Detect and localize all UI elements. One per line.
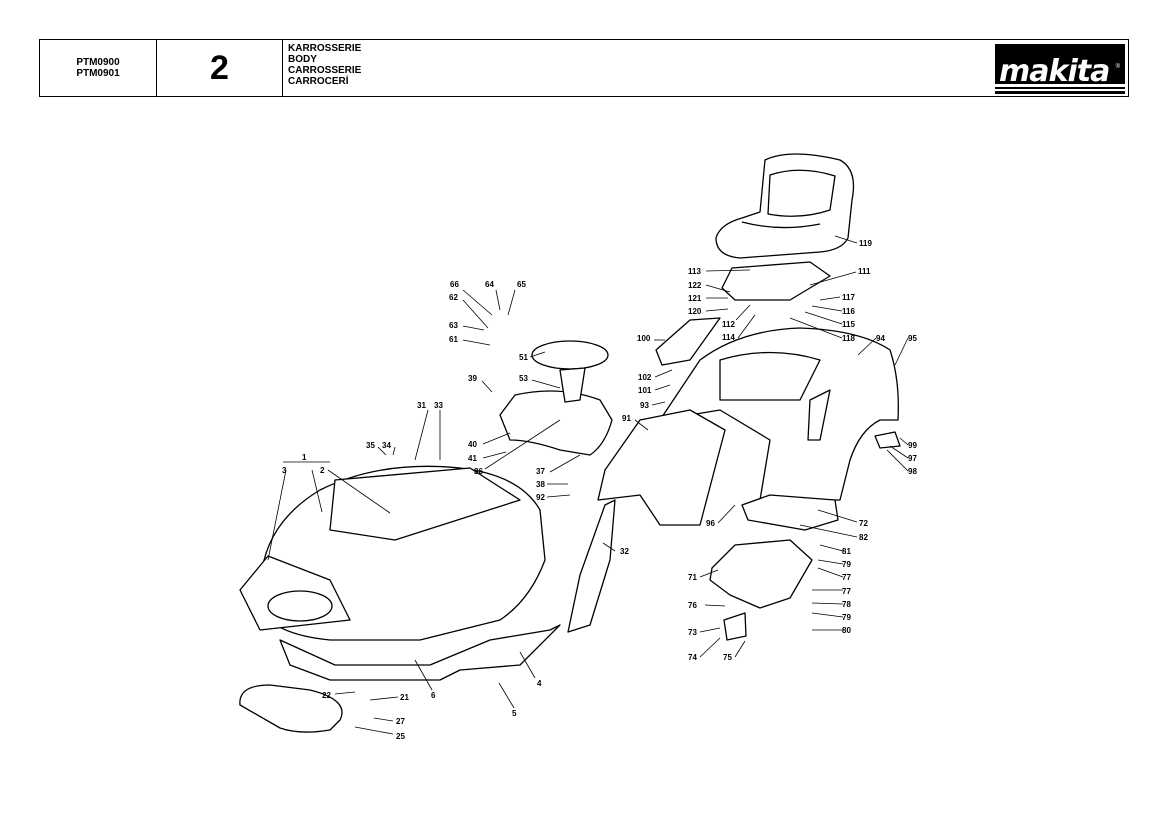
callout-117: 117 <box>842 293 855 302</box>
rear-fender-drawing <box>659 327 899 501</box>
callout-81: 81 <box>842 547 851 556</box>
section-title: CARROSSERIE <box>288 65 362 76</box>
model-number: PTM0900 <box>76 57 120 68</box>
callout-122: 122 <box>688 281 702 290</box>
callout-1: 1 <box>302 453 307 462</box>
callout-71: 71 <box>688 573 697 582</box>
callout-41: 41 <box>468 454 477 463</box>
callout-96: 96 <box>706 519 715 528</box>
callout-6: 6 <box>431 691 436 700</box>
callout-121: 121 <box>688 294 702 303</box>
callout-39: 39 <box>468 374 477 383</box>
callout-92: 92 <box>536 493 545 502</box>
logo-badge <box>995 44 1125 94</box>
callout-115: 115 <box>842 320 855 329</box>
callout-38: 38 <box>536 480 545 489</box>
callout-95: 95 <box>908 334 917 343</box>
model-number: PTM0901 <box>76 68 120 79</box>
callout-34: 34 <box>382 441 391 450</box>
hood-drawing <box>239 465 546 641</box>
callout-3: 3 <box>282 466 287 475</box>
callout-64: 64 <box>485 280 494 289</box>
floor-panel-drawing <box>597 409 726 526</box>
callout-22: 22 <box>322 691 331 700</box>
callout-79: 79 <box>842 560 851 569</box>
callout-51: 51 <box>519 353 528 362</box>
callout-63: 63 <box>449 321 458 330</box>
callout-80: 80 <box>842 626 851 635</box>
dashboard-drawing <box>499 340 613 456</box>
callout-94: 94 <box>876 334 885 343</box>
callout-2: 2 <box>320 466 325 475</box>
callout-61: 61 <box>449 335 458 344</box>
callout-112: 112 <box>722 320 735 329</box>
callout-4: 4 <box>537 679 542 688</box>
callout-40: 40 <box>468 440 477 449</box>
makita-logo: makita ® <box>995 44 1125 94</box>
section-number: 2 <box>157 40 283 96</box>
callout-113: 113 <box>688 267 701 276</box>
mount-bracket-drawing <box>709 539 813 609</box>
callout-72: 72 <box>859 519 868 528</box>
callout-93: 93 <box>640 401 649 410</box>
seat-plate-drawing <box>721 261 831 301</box>
callout-36: 36 <box>474 467 483 476</box>
callout-98: 98 <box>908 467 917 476</box>
callout-114: 114 <box>722 333 735 342</box>
bracket-plate-drawing <box>723 612 747 641</box>
callout-25: 25 <box>396 732 405 741</box>
callout-120: 120 <box>688 307 702 316</box>
logo-registered-mark: ® <box>1115 64 1120 70</box>
callout-27: 27 <box>396 717 405 726</box>
callout-77: 77 <box>842 587 851 596</box>
callout-101: 101 <box>638 386 652 395</box>
section-titles: KARROSSERIE BODY CARROSSERIE CARROCERİ <box>283 40 1128 96</box>
callout-111: 111 <box>858 267 871 276</box>
section-title: KARROSSERIE <box>288 43 362 54</box>
title-block: PTM0900 PTM0901 2 KARROSSERIE BODY CARRO… <box>39 39 1129 97</box>
callout-32: 32 <box>620 547 629 556</box>
callout-21: 21 <box>400 693 409 702</box>
callout-118: 118 <box>842 334 855 343</box>
callout-53: 53 <box>519 374 528 383</box>
callout-73: 73 <box>688 628 697 637</box>
callout-33: 33 <box>434 401 443 410</box>
chassis-cover-drawing <box>279 624 561 681</box>
callout-37: 37 <box>536 467 545 476</box>
callout-82: 82 <box>859 533 868 542</box>
callout-74: 74 <box>688 653 697 662</box>
section-title: BODY <box>288 54 317 65</box>
callout-102: 102 <box>638 373 652 382</box>
logo-text: makita <box>999 54 1110 89</box>
callout-78: 78 <box>842 600 851 609</box>
callout-79: 79 <box>842 613 851 622</box>
callout-5: 5 <box>512 709 517 718</box>
foot-guard-drawing <box>874 431 901 449</box>
seat-drawing <box>715 153 855 259</box>
fender-pad-drawing <box>655 317 721 366</box>
callout-66: 66 <box>450 280 459 289</box>
callout-35: 35 <box>366 441 375 450</box>
callout-116: 116 <box>842 307 855 316</box>
section-title: CARROCERİ <box>288 76 349 87</box>
callout-119: 119 <box>859 239 872 248</box>
callout-75: 75 <box>723 653 732 662</box>
model-numbers: PTM0900 PTM0901 <box>40 40 157 96</box>
callout-65: 65 <box>517 280 526 289</box>
callout-99: 99 <box>908 441 917 450</box>
side-panel-drawing <box>567 499 616 633</box>
callout-97: 97 <box>908 454 917 463</box>
callout-100: 100 <box>637 334 651 343</box>
callout-31: 31 <box>417 401 426 410</box>
front-bumper-drawing <box>239 684 343 733</box>
callout-77: 77 <box>842 573 851 582</box>
callout-91: 91 <box>622 414 631 423</box>
callout-76: 76 <box>688 601 697 610</box>
callout-62: 62 <box>449 293 458 302</box>
tank-tray-drawing <box>741 494 839 531</box>
